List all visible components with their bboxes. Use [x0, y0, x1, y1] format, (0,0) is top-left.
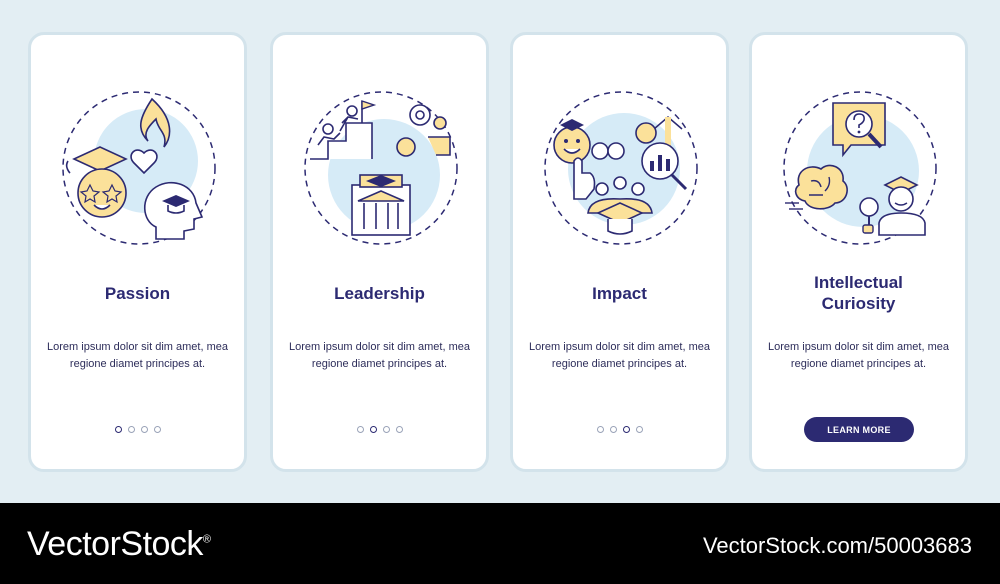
card-title: Passion [104, 284, 171, 303]
card-title: Leadership [334, 284, 425, 303]
pagination-dot[interactable] [635, 426, 643, 433]
pagination-dot-active[interactable] [622, 426, 630, 433]
pagination-dot[interactable] [609, 426, 617, 433]
pagination-dot[interactable] [127, 426, 135, 433]
pagination-dot[interactable] [596, 426, 604, 433]
card-title: Intellectual Curiosity [814, 273, 903, 313]
card-description: Lorem ipsum dolor sit dim amet, mea regi… [529, 341, 710, 370]
pagination-dot[interactable] [153, 426, 161, 433]
onboarding-card-passion: Passion Lorem ipsum dolor sit dim amet, … [28, 32, 247, 472]
vectorstock-logo: VectorStock® [27, 525, 211, 564]
leadership-icon [304, 91, 458, 245]
pagination-dot-active[interactable] [114, 426, 122, 433]
registered-mark: ® [202, 533, 211, 546]
card-title: Impact [592, 284, 647, 303]
pagination-dots [31, 426, 244, 433]
pagination-dot[interactable] [395, 426, 403, 433]
brand-name: VectorStock [27, 525, 203, 563]
card-description: Lorem ipsum dolor sit dim amet, mea regi… [768, 341, 949, 370]
impact-icon [544, 91, 698, 245]
card-description: Lorem ipsum dolor sit dim amet, mea regi… [47, 341, 228, 370]
pagination-dots [273, 426, 486, 433]
pagination-dot[interactable] [356, 426, 364, 433]
pagination-dots [513, 426, 726, 433]
onboarding-screens: Passion Lorem ipsum dolor sit dim amet, … [28, 32, 968, 472]
image-id-label: VectorStock.com/50003683 [702, 533, 972, 558]
onboarding-card-leadership: Leadership Lorem ipsum dolor sit dim ame… [270, 32, 489, 472]
onboarding-card-intellectual-curiosity: Intellectual Curiosity Lorem ipsum dolor… [749, 32, 968, 472]
curiosity-icon [783, 91, 937, 245]
pagination-dot[interactable] [140, 426, 148, 433]
pagination-dot[interactable] [382, 426, 390, 433]
onboarding-card-impact: Impact Lorem ipsum dolor sit dim amet, m… [510, 32, 729, 472]
card-description: Lorem ipsum dolor sit dim amet, mea regi… [289, 341, 470, 370]
learn-more-button[interactable]: LEARN MORE [804, 417, 914, 442]
passion-icon [62, 91, 216, 245]
pagination-dot-active[interactable] [369, 426, 377, 433]
watermark-footer: VectorStock® VectorStock.com/50003683 [0, 503, 1000, 584]
